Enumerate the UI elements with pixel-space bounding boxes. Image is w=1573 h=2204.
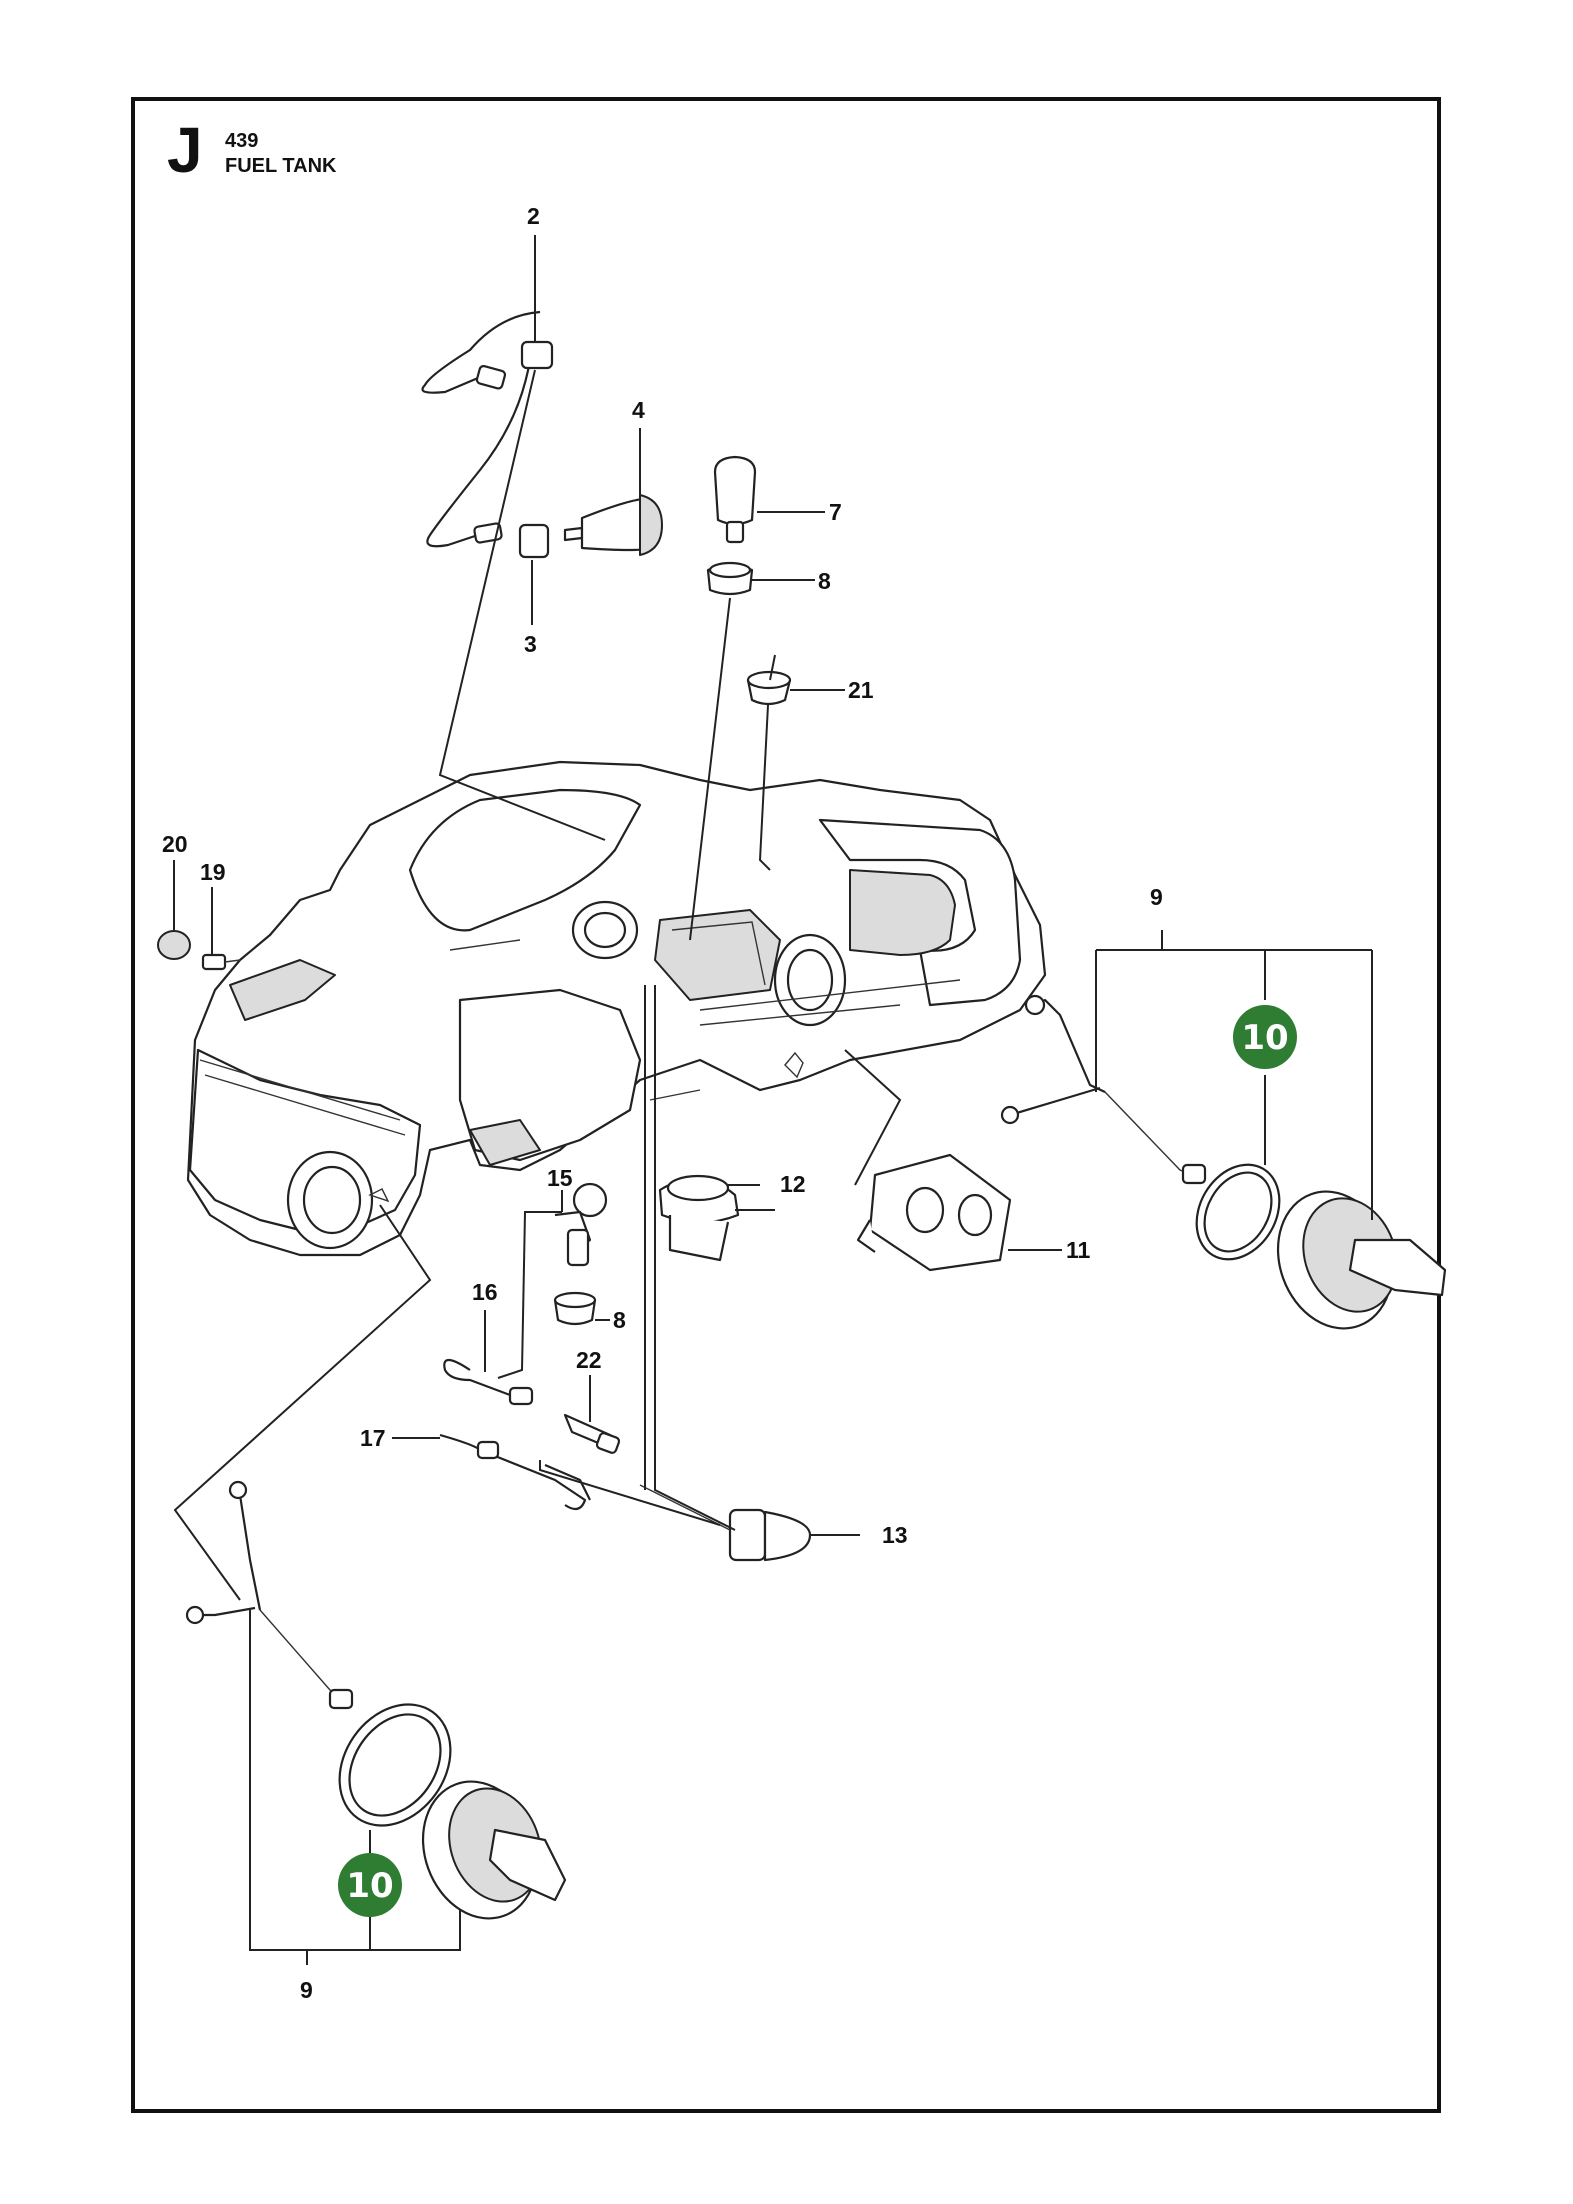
model-number: 439	[225, 130, 259, 152]
highlight-callout-10-left: 10	[338, 1853, 402, 1917]
callout-11: 11	[1066, 1237, 1091, 1263]
callout-4: 4	[632, 397, 645, 423]
callout-2: 2	[527, 203, 540, 229]
diagram-frame	[131, 97, 1441, 2113]
callout-22: 22	[576, 1347, 602, 1373]
leader-lines	[173, 235, 1373, 1965]
part-17-fuel-line	[439, 1433, 591, 1511]
part-2-fuel-hose	[421, 310, 554, 548]
part-20-cap	[157, 930, 191, 960]
callout-20: 20	[162, 831, 188, 857]
part-7-cup	[713, 455, 757, 544]
callout-19: 19	[200, 859, 226, 885]
fuel-tank-housing	[186, 760, 1047, 1257]
part-22-sleeve	[563, 1413, 621, 1454]
callout-16: 16	[472, 1279, 498, 1305]
part-19-screw	[201, 953, 241, 971]
part-4-fuel-filter	[563, 494, 663, 556]
callout-13: 13	[882, 1522, 908, 1548]
callout-9-lower: 9	[300, 1977, 313, 2003]
svg-text:10: 10	[346, 1866, 393, 1906]
callout-8: 8	[818, 568, 831, 594]
callout-9: 9	[1150, 884, 1163, 910]
section-title: FUEL TANK	[225, 155, 337, 177]
part-15-fitting	[554, 1210, 592, 1267]
callout-12: 12	[780, 1171, 806, 1197]
section-letter: J	[167, 114, 203, 186]
callout-3: 3	[524, 631, 537, 657]
part-16-hose	[443, 1358, 534, 1406]
part-12-vent-valve	[658, 1174, 740, 1262]
callout-labels: 2 3 4 7 8 21 20 19 9 12 11 15 16 8 22 17…	[162, 203, 1163, 2003]
svg-text:10: 10	[1241, 1018, 1288, 1058]
part-8-grommet-lower	[553, 1291, 597, 1326]
part-11-cap-holder	[856, 1153, 1012, 1272]
part-9-fuel-cap-right	[1000, 994, 1447, 1330]
callout-7: 7	[829, 499, 842, 525]
part-21-bushing	[746, 670, 792, 706]
part-9-fuel-cap-left	[185, 1480, 567, 1920]
part-8-grommet-upper	[706, 561, 754, 596]
callout-8-lower: 8	[613, 1307, 626, 1333]
callout-17: 17	[360, 1425, 386, 1451]
callout-21: 21	[848, 677, 874, 703]
highlight-callout-10-right: 10	[1233, 1005, 1297, 1069]
part-3-ferrule	[518, 523, 550, 559]
callout-15: 15	[547, 1165, 573, 1191]
